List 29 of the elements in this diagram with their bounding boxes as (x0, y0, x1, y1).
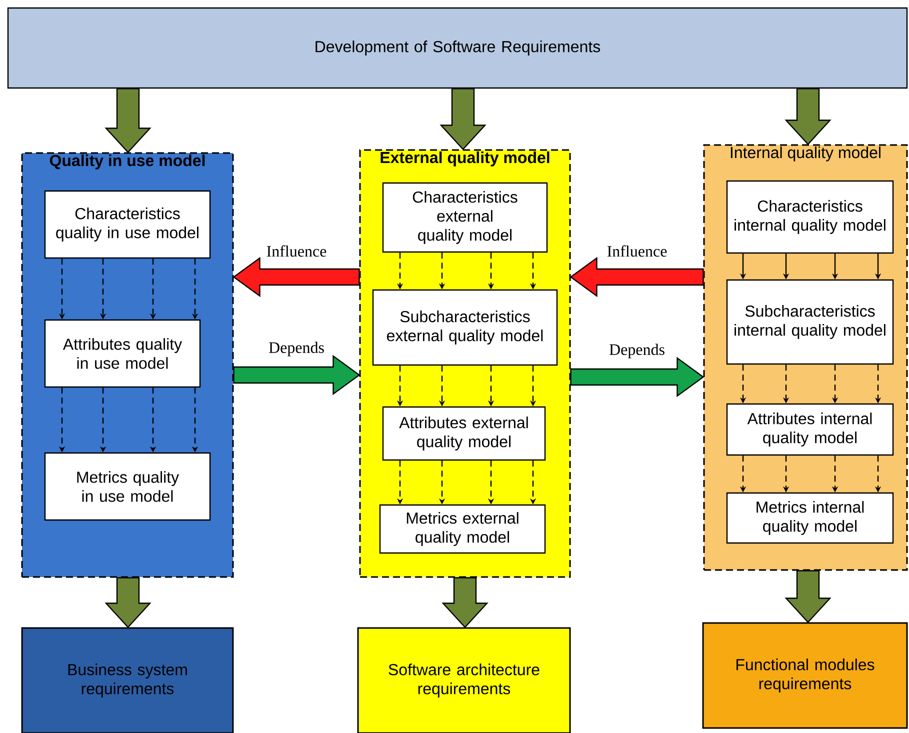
edge-label: Depends (608, 342, 666, 360)
process-box: Attributes internal quality model (726, 403, 894, 456)
process-box: Metrics internal quality model (726, 492, 894, 544)
block-arrow (784, 88, 832, 146)
edge-label: Influence (265, 244, 328, 258)
requirement-box: Functional modules requirements (702, 622, 908, 729)
process-box: Metrics external quality model (379, 504, 546, 554)
block-arrow (784, 570, 832, 624)
block-arrow (440, 88, 486, 150)
requirement-box: Business system requirements (21, 627, 234, 733)
process-box: Characteristics quality in use model (44, 190, 211, 259)
header-box: Development of Software Requirements (7, 7, 908, 89)
requirement-box: Software architecture requirements (357, 627, 571, 733)
edge-label: Influence (606, 244, 668, 258)
block-arrow (233, 354, 360, 396)
block-arrow (232, 256, 360, 298)
process-box: Attributes quality in use model (44, 319, 201, 388)
block-arrow (570, 256, 704, 298)
process-box: Subcharacteristics external quality model (372, 289, 558, 366)
process-box: Characteristics internal quality model (726, 180, 894, 254)
block-arrow (104, 577, 152, 628)
block-arrow (104, 88, 152, 154)
process-box: Attributes external quality model (382, 406, 546, 461)
block-arrow (570, 356, 704, 398)
edge-label: Depends (268, 340, 326, 358)
process-box: Characteristics external quality model (382, 182, 548, 253)
process-box: Subcharacteristics internal quality model (726, 279, 894, 365)
process-box: Metrics quality in use model (44, 452, 211, 521)
block-arrow (442, 577, 488, 628)
